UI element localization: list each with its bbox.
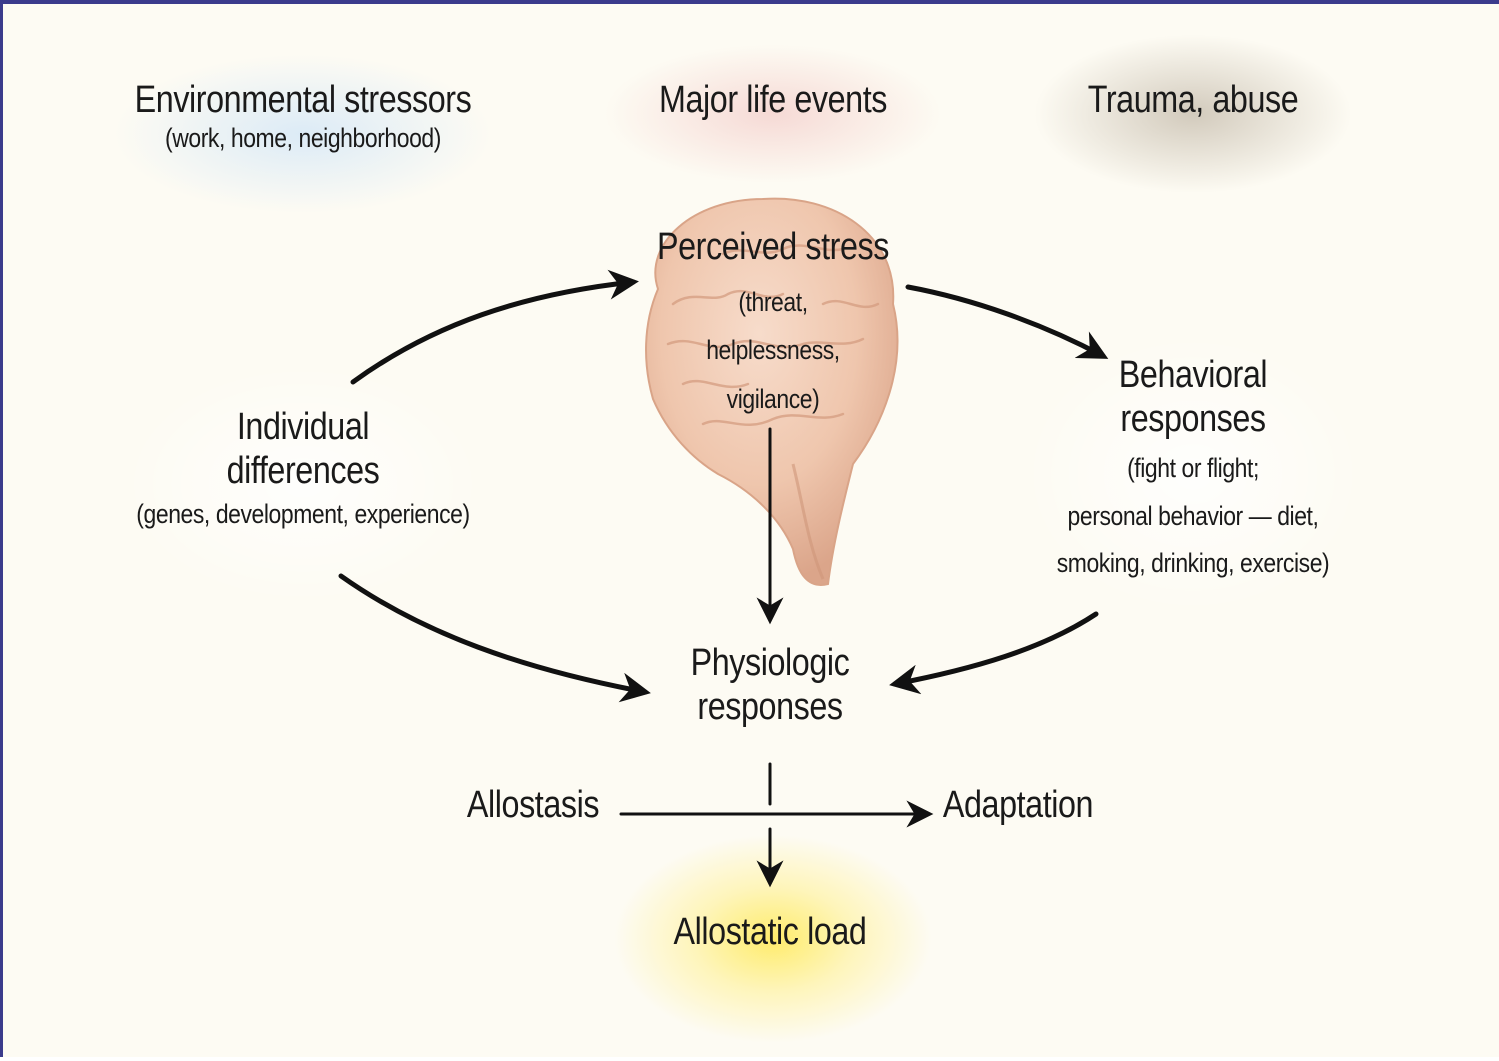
behavioral-responses-title-1: Behavioral [1023, 354, 1363, 398]
individual-differences-detail: (genes, development, experience) [99, 499, 507, 530]
behavioral-responses-detail-1: (fight or flight; [1023, 445, 1363, 492]
behavioral-responses: Behavioral responses (fight or flight; p… [993, 354, 1393, 587]
perceived-stress-title: Perceived stress [603, 226, 943, 270]
major-life-events: Major life events [573, 79, 973, 123]
allostatic-load-label: Allostatic load [620, 911, 920, 955]
physiologic-responses: Physiologic responses [620, 642, 920, 729]
allostatic-load-text: Allostatic load [643, 911, 898, 955]
environmental-stressors: Environmental stressors (work, home, nei… [103, 79, 503, 154]
behavioral-responses-title-2: responses [1023, 398, 1363, 442]
arrow-individual-to-physiologic [341, 576, 645, 692]
trauma-abuse: Trauma, abuse [993, 79, 1393, 123]
perceived-stress-detail-2: helplessness, [603, 326, 943, 375]
environmental-stressors-title: Environmental stressors [133, 79, 473, 123]
individual-differences: Individual differences (genes, developme… [63, 406, 543, 530]
adaptation-text: Adaptation [925, 784, 1112, 828]
environmental-stressors-detail: (work, home, neighborhood) [133, 123, 473, 154]
perceived-stress-detail-1: (threat, [603, 278, 943, 327]
physiologic-responses-title-1: Physiologic [643, 642, 898, 686]
adaptation-label: Adaptation [908, 784, 1128, 828]
perceived-stress: Perceived stress (threat, helplessness, … [573, 226, 973, 423]
behavioral-responses-detail-3: smoking, drinking, exercise) [1023, 540, 1363, 587]
arrow-behavioral-to-physiologic [895, 614, 1096, 684]
allostasis-text: Allostasis [440, 784, 627, 828]
major-life-events-title: Major life events [603, 79, 943, 123]
individual-differences-title-1: Individual [99, 406, 507, 450]
physiologic-responses-title-2: responses [643, 686, 898, 730]
perceived-stress-detail-3: vigilance) [603, 375, 943, 424]
behavioral-responses-detail-2: personal behavior — diet, [1023, 493, 1363, 540]
trauma-abuse-title: Trauma, abuse [1023, 79, 1363, 123]
individual-differences-title-2: differences [99, 450, 507, 494]
allostasis-label: Allostasis [423, 784, 643, 828]
